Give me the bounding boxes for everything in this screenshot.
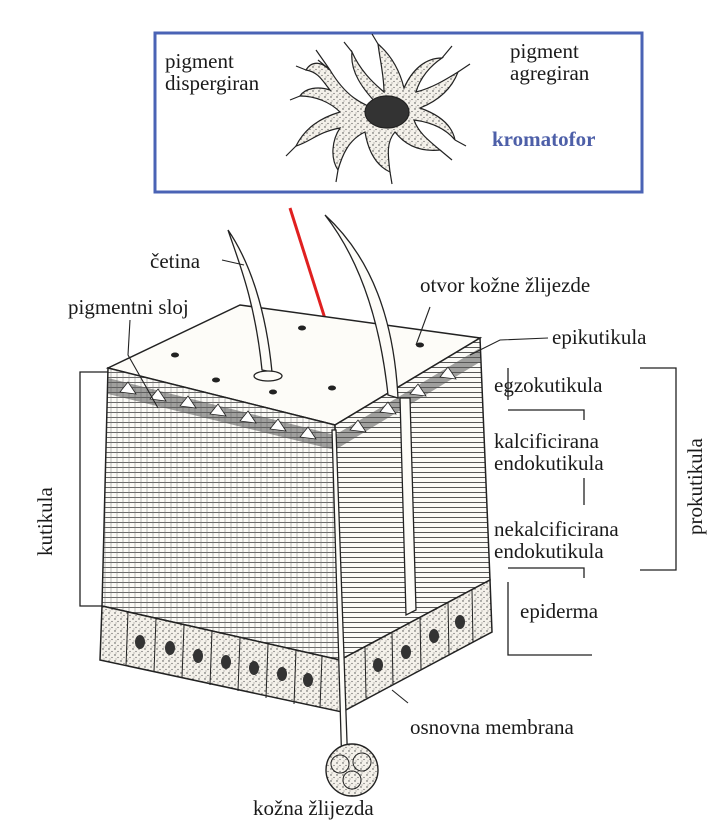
skin-gland-label: kožna žlijezda bbox=[253, 797, 374, 819]
epicuticle-label: epikutikula bbox=[552, 326, 646, 348]
basal-membrane-label: osnovna membrana bbox=[410, 716, 574, 738]
chromatophore-label: kromatofor bbox=[492, 128, 595, 150]
pigment-dispersed-label: pigment dispergiran bbox=[165, 50, 259, 94]
epidermis-label: epiderma bbox=[520, 600, 598, 622]
cuticle-label: kutikula bbox=[34, 487, 56, 556]
seta-label: četina bbox=[150, 250, 200, 272]
pigment-aggregated-label: pigment agregiran bbox=[510, 40, 589, 84]
pigment-layer-label: pigmentni sloj bbox=[68, 296, 189, 318]
noncalcified-endocuticle-label: nekalcificirana endokutikula bbox=[494, 518, 619, 562]
calcified-endocuticle-label: kalcificirana endokutikula bbox=[494, 430, 604, 474]
procuticle-label: prokutikula bbox=[684, 438, 706, 535]
gland-opening-label: otvor kožne žlijezde bbox=[420, 274, 590, 296]
exocuticle-label: egzokutikula bbox=[494, 374, 602, 396]
skin-gland-drawing bbox=[326, 744, 378, 796]
